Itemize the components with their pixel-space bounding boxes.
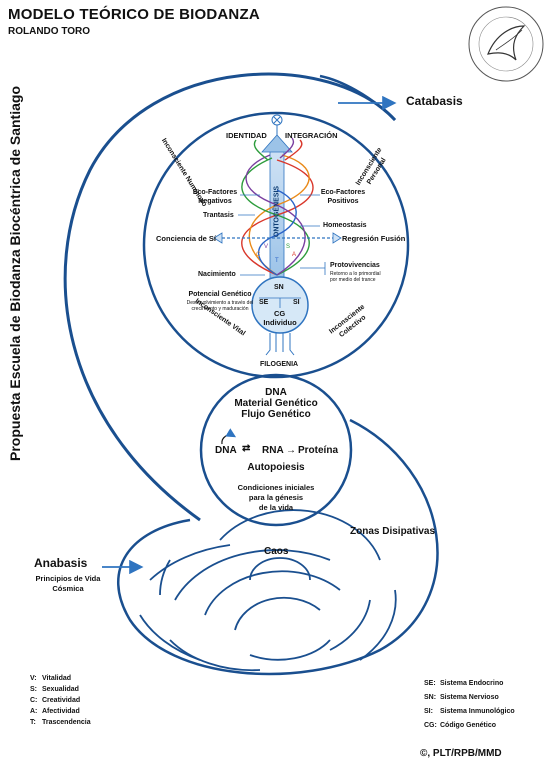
outer-spiral xyxy=(63,72,397,522)
dna-label: DNA xyxy=(215,445,237,456)
condiciones-line-3: de la vida xyxy=(258,503,294,512)
individuo-label: Individuo xyxy=(263,318,297,327)
eco-factores-positivos-label: Eco-Factores Positivos xyxy=(320,189,366,205)
letter-s: S xyxy=(286,244,291,250)
arrow-right-icon: → xyxy=(286,445,296,456)
dna-title: DNA xyxy=(265,387,287,398)
biodanza-logo xyxy=(468,6,544,82)
legend-item: T:Trascendencia xyxy=(30,719,91,726)
author-name: ROLANDO TORO xyxy=(8,26,91,37)
filogenia-label: FILOGENIA xyxy=(260,361,299,368)
legend-item: V:Vitalidad xyxy=(30,675,72,682)
upper-circle xyxy=(142,111,410,379)
anabasis-subtitle: Principios de Vida Cósmica xyxy=(35,574,101,593)
protovivencias-label: Protovivencias xyxy=(330,262,380,269)
flujo-genetico-label: Flujo Genético xyxy=(241,409,311,420)
legend-item: C:Creatividad xyxy=(30,697,81,704)
letter-v: V xyxy=(264,244,269,250)
legend-item: A:Afectividad xyxy=(30,708,80,715)
potencial-genetico-subtitle: Desenvolvimiento a través del crecimient… xyxy=(186,300,254,312)
page-title: MODELO TEÓRICO DE BIODANZA xyxy=(8,6,260,23)
condiciones-line-2: para la génesis xyxy=(248,493,304,502)
caos-label: Caos xyxy=(264,546,289,557)
cg-label: CG xyxy=(274,309,286,318)
trantasis-label: Trantasis xyxy=(203,212,234,219)
integracion-label: INTEGRACIÓN xyxy=(285,131,338,140)
footer-credit: ©, PLT/RPB/MMD xyxy=(420,748,502,759)
si-label: SI xyxy=(293,299,300,306)
protovivencias-subtitle: Retorno a lo primordial por medio del tr… xyxy=(330,271,381,283)
sn-label: SN xyxy=(274,284,284,291)
autopoiesis-label: Autopoiesis xyxy=(247,462,305,473)
legend-item: SE:Sistema Endocrino xyxy=(424,680,504,687)
legend-item: CG:Código Genético xyxy=(424,722,496,729)
se-label: SE xyxy=(259,299,269,306)
proteina-label: Proteína xyxy=(298,445,339,456)
legend-left: V:Vitalidad S:Sexualidad C:Creatividad A… xyxy=(30,673,91,728)
zonas-disipativas-label: Zonas Disipativas xyxy=(350,526,436,537)
legend-right: SE:Sistema Endocrino SN:Sistema Nervioso… xyxy=(424,678,515,731)
homeostasis-label: Homeostasis xyxy=(323,222,367,229)
letter-c: C xyxy=(256,252,261,258)
legend-item: SN:Sistema Nervioso xyxy=(424,694,499,701)
lower-circle xyxy=(199,373,353,527)
ontogenesis-label: ONTOGÉNESIS xyxy=(273,185,281,238)
legend-item: S:Sexualidad xyxy=(30,686,79,693)
letter-a: A xyxy=(292,252,297,258)
regresion-fusion-label: Regresión Fusión xyxy=(342,234,406,243)
chaos-arcs xyxy=(139,509,397,672)
rna-label: RNA xyxy=(262,445,284,456)
letter-t: T xyxy=(275,258,279,264)
condiciones-line-1: Condiciones iniciales xyxy=(237,483,315,492)
anabasis-label: Anabasis xyxy=(34,556,88,570)
condiciones-label: Condiciones iniciales para la génesis de… xyxy=(210,483,342,513)
catabasis-label: Catabasis xyxy=(406,94,463,108)
material-genetico-label: Material Genético xyxy=(234,398,318,409)
identidad-label: IDENTIDAD xyxy=(226,131,267,140)
legend-item: SI:Sistema Inmunológico xyxy=(424,708,515,715)
conciencia-de-si-label: Conciencia de Sí xyxy=(156,234,217,243)
nacimiento-label: Nacimiento xyxy=(198,271,236,278)
potencial-genetico-label: Potencial Genético xyxy=(188,291,252,298)
exchange-arrows-icon: ⇄ xyxy=(242,443,251,454)
eco-factores-negativos-label: Eco-Factores Negativos xyxy=(192,189,238,205)
